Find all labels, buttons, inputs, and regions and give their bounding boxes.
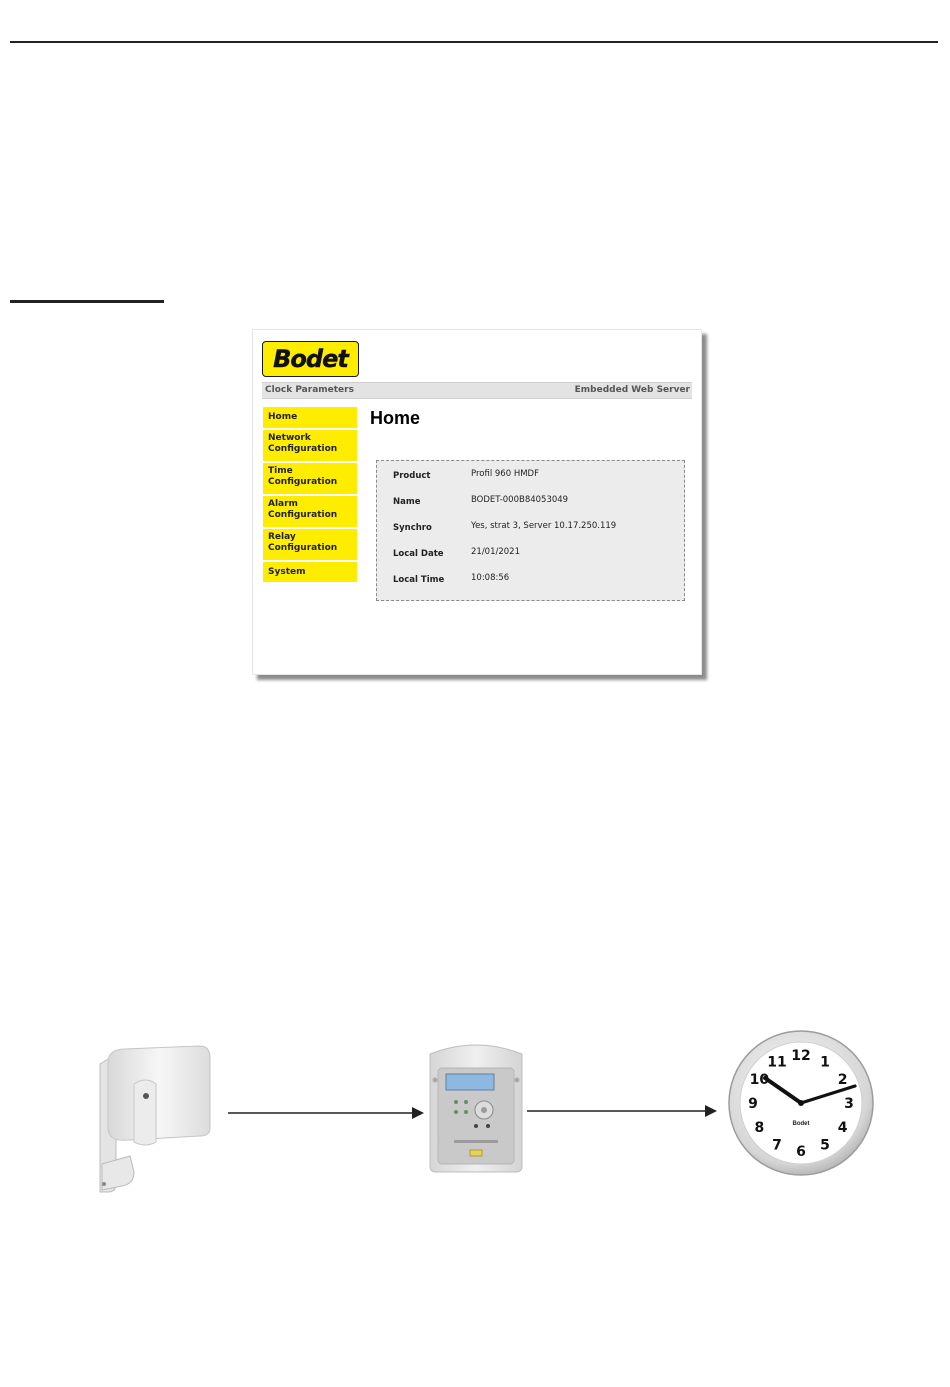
nav-item-label: Time Configuration xyxy=(268,466,338,487)
clock-numeral: 9 xyxy=(748,1096,758,1112)
info-row-local-time: Local Time 10:08:56 xyxy=(393,573,683,587)
header-band: Clock Parameters Embedded Web Server xyxy=(262,382,692,399)
nav-item-label: Relay Configuration xyxy=(268,532,338,553)
info-row-local-date: Local Date 21/01/2021 xyxy=(393,547,683,561)
info-value: 10:08:56 xyxy=(471,573,510,583)
info-value: Profil 960 HMDF xyxy=(471,469,539,479)
clock-numeral: 11 xyxy=(767,1054,786,1070)
info-row-name: Name BODET-000B84053049 xyxy=(393,495,683,509)
bodet-logo: Bodet xyxy=(262,341,359,377)
nav-item-system[interactable]: System xyxy=(263,562,357,582)
info-row-synchro: Synchro Yes, strat 3, Server 10.17.250.1… xyxy=(393,521,683,535)
clock-numeral: 2 xyxy=(838,1072,848,1088)
nav-item-time-configuration[interactable]: Time Configuration xyxy=(263,463,357,494)
clock-numeral: 1 xyxy=(820,1054,830,1070)
clock-brand-label: Bodet xyxy=(793,1121,810,1127)
clock-numeral: 8 xyxy=(755,1120,765,1136)
clock-minute-hand xyxy=(799,1084,857,1105)
header-right-text: Embedded Web Server xyxy=(574,385,690,395)
nav-item-relay-configuration[interactable]: Relay Configuration xyxy=(263,529,357,560)
nav-item-label: System xyxy=(268,567,306,577)
sidebar-nav: Home Network Configuration Time Configur… xyxy=(263,407,357,584)
clock-numeral: 3 xyxy=(844,1096,854,1112)
info-label: Local Time xyxy=(393,575,445,585)
nav-item-label: Home xyxy=(268,412,298,422)
nav-item-network-configuration[interactable]: Network Configuration xyxy=(263,430,357,461)
header-left-text: Clock Parameters xyxy=(265,385,354,395)
clock-numeral: 6 xyxy=(796,1144,806,1160)
info-label: Local Date xyxy=(393,549,444,559)
clock-numeral: 4 xyxy=(838,1120,848,1136)
info-row-product: Product Profil 960 HMDF xyxy=(393,469,683,483)
clock-numeral: 12 xyxy=(791,1048,810,1064)
info-value: 21/01/2021 xyxy=(471,547,520,557)
clock-numeral: 5 xyxy=(820,1138,830,1154)
clock-numeral: 10 xyxy=(750,1072,770,1088)
master-clock-device-image xyxy=(429,1044,523,1173)
clock-hour-hand xyxy=(763,1076,803,1105)
sensor-device-image xyxy=(99,1045,211,1193)
web-server-screenshot: Bodet Clock Parameters Embedded Web Serv… xyxy=(252,329,702,675)
top-rule xyxy=(10,41,938,43)
clock-numeral: 7 xyxy=(772,1138,782,1154)
info-value: BODET-000B84053049 xyxy=(471,495,569,505)
arrow-right-icon xyxy=(228,1107,424,1119)
nav-item-label: Alarm Configuration xyxy=(268,499,338,520)
info-label: Synchro xyxy=(393,523,432,533)
nav-item-alarm-configuration[interactable]: Alarm Configuration xyxy=(263,496,357,527)
info-label: Product xyxy=(393,471,431,481)
info-value: Yes, strat 3, Server 10.17.250.119 xyxy=(471,521,617,531)
page-title: Home xyxy=(370,408,421,428)
arrow-right-icon xyxy=(527,1105,717,1117)
info-label: Name xyxy=(393,497,421,507)
nav-item-label: Network Configuration xyxy=(268,433,338,454)
section-rule xyxy=(10,300,164,303)
info-panel: Product Profil 960 HMDF Name BODET-000B8… xyxy=(376,460,685,601)
nav-item-home[interactable]: Home xyxy=(263,407,357,428)
